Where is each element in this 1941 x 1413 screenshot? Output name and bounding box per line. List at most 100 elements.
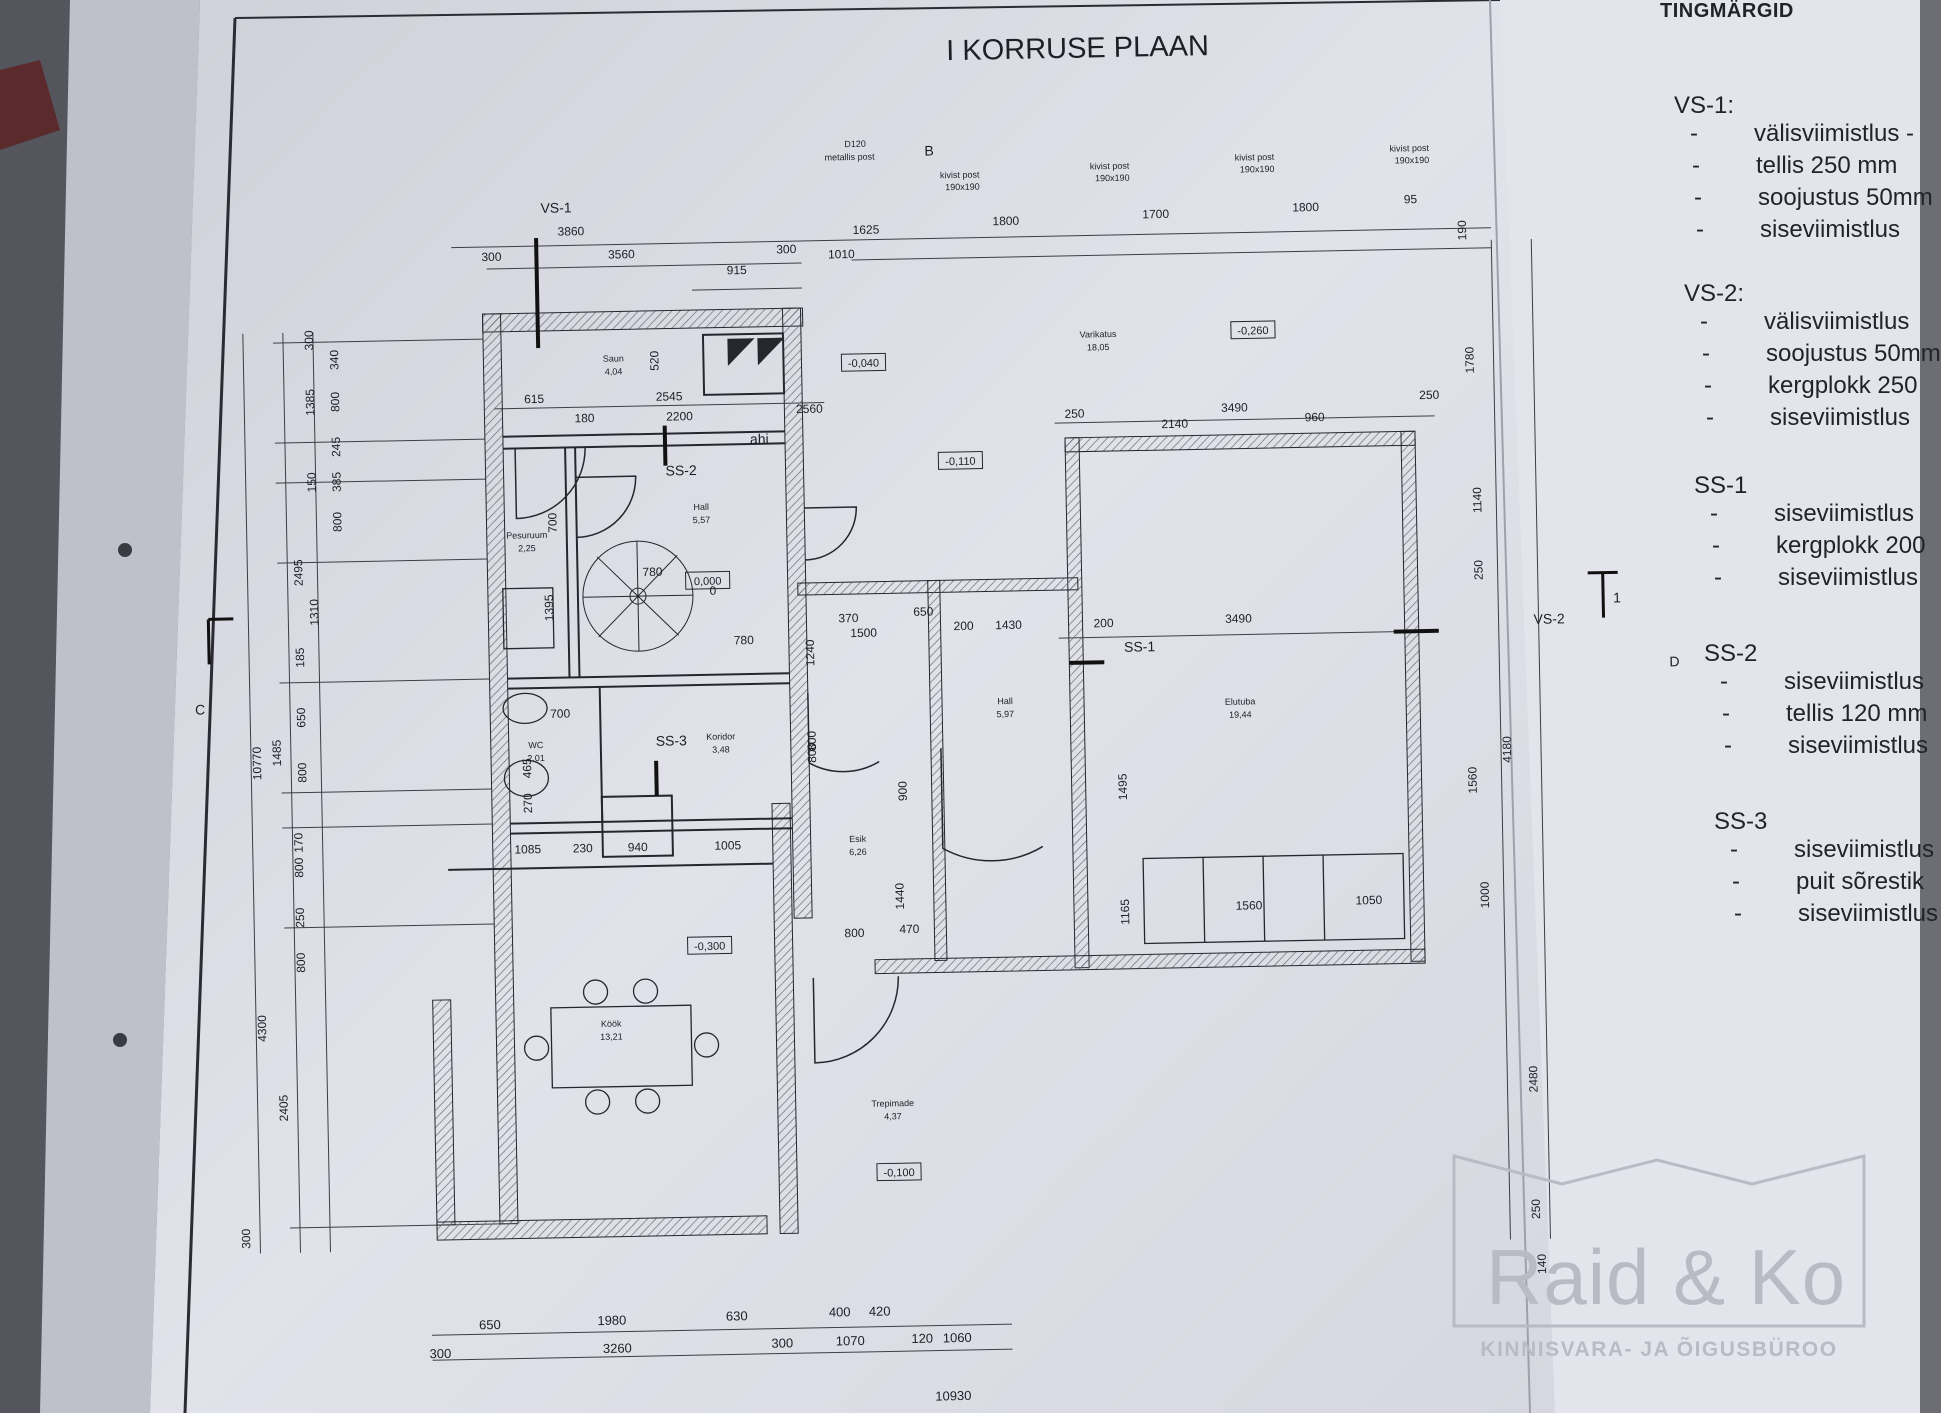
legend-item: -soojustus 50mm [1694,184,1933,212]
dimension-value: 1700 [1142,207,1169,222]
dimension-value: 800 [805,742,819,763]
legend-item: -välisviimistlus [1700,308,1909,336]
legend-item: -siseviimistlus [1724,732,1928,760]
dimension-value: 1050 [1355,893,1382,908]
dimension-value: 915 [727,263,748,277]
dimension-value: 2480 [1526,1065,1541,1092]
level-mark: -0,260 [1237,325,1268,338]
dimension-value: 1240 [803,639,818,666]
post-size: 190x190 [945,182,980,193]
dimension-value: 800 [292,857,306,878]
legend-item: -kergplokk 200 [1712,532,1925,560]
legend-item-label: siseviimistlus [1788,732,1929,759]
legend-dash: - [1714,564,1722,591]
legend-dash: - [1692,152,1700,179]
dimension-value: 245 [329,436,343,457]
dimension-value: 615 [524,392,545,406]
dimension-value: 520 [647,350,661,371]
dimension-value: 1495 [1115,773,1130,800]
dimension-value: 470 [899,922,920,936]
legend-item: -siseviimistlus [1706,404,1910,432]
post-label: kivist post [1389,143,1429,154]
room-name: Koridor [706,731,735,742]
dimension-value: 300 [429,1346,451,1361]
rooms: Saun4,04Pesuruum2,25Hall5,57WC2,01Korido… [506,329,1255,1122]
level-box [840,352,887,372]
dimension-value: 180 [574,411,595,425]
dimension-value: 800 [805,730,819,751]
legend-item-label: siseviimistlus [1784,668,1925,695]
legend-dash: - [1706,404,1714,431]
room-area: 4,04 [605,366,623,376]
wall-tag: SS-1 [1124,638,1156,655]
room-name: Trepimade [871,1098,914,1109]
dimension-value: 800 [328,391,342,412]
legend-dash: - [1694,184,1702,211]
dimension-value: 1800 [1292,200,1319,215]
pipe-sub: metallis post [824,152,875,163]
dimension-value: 185 [293,647,307,668]
room-name: WC [528,740,544,750]
dimension-value: 650 [479,1317,501,1332]
legend-item-label: siseviimistlus [1774,500,1915,527]
room-area: 4,37 [884,1111,902,1121]
dimension-value: 1500 [850,626,877,641]
dimension-value: 300 [302,330,316,351]
dimension-value: 385 [330,471,344,492]
dimension-value: 10930 [935,1388,971,1404]
dimension-value: 10770 [250,746,265,780]
legend-group-code: SS-3 [1714,808,1768,835]
post-labels: D120 metallis post kivist post 190x190 k… [824,139,1430,193]
legend-title: TINGMÄRGID [1660,0,1794,22]
dimension-value: 400 [829,1304,851,1319]
dimension-value: 250 [1419,388,1440,402]
dimension-value: 300 [239,1228,253,1249]
legend-dash: - [1732,868,1740,895]
post-label: kivist post [940,170,980,181]
dimension-value: 4180 [1500,736,1515,763]
legend-dash: - [1696,216,1704,243]
dimension-value: 3490 [1221,400,1248,415]
dimension-value: 200 [953,619,974,633]
wall-tag-markers [534,238,1439,796]
dimension-value: 3860 [557,224,584,239]
dimension-value: 250 [293,907,307,928]
room-name: Pesuruum [506,530,547,541]
legend-item-label: välisviimistlus [1764,308,1910,335]
dimension-value: 800 [295,762,309,783]
wall-tag: SS-2 [665,462,697,479]
legend-panel: TINGMÄRGID VS-1:-välisviimistlus --telli… [1660,0,1941,1413]
dimension-value: 1310 [307,599,322,626]
legend-item-label: siseviimistlus [1778,564,1919,591]
dimension-value: 0 [709,584,716,598]
dimension-value: 700 [550,706,571,720]
legend-group-code: SS-2 [1704,640,1758,667]
dimension-value: 780 [734,633,755,647]
dimension-value: 3490 [1225,611,1252,626]
legend-item-label: siseviimistlus [1794,836,1935,863]
legend-dash: - [1720,668,1728,695]
post-size: 190x190 [1395,155,1430,166]
dimension-value: 3560 [608,247,635,262]
room-area: 2,01 [527,753,545,763]
interior-walls [448,332,793,871]
dimension-value: 1140 [1470,487,1484,513]
dimension-value: 140 [1535,1253,1549,1274]
dimension-value: 120 [911,1331,933,1346]
legend-group-code: SS-1 [1694,472,1748,499]
legend-item-label: kergplokk 250 [1768,372,1918,399]
section-mark: D [1669,653,1679,669]
level-mark: -0,100 [883,1167,914,1180]
section-mark: 1 [1613,589,1621,605]
level-mark: -0,040 [848,357,879,370]
legend-item: -tellis 120 mm [1722,700,1927,728]
dimension-value: 1780 [1462,346,1477,373]
dimension-value: 200 [1093,616,1114,630]
room-area: 19,44 [1229,709,1252,719]
level-box [686,935,733,955]
legend-item: -siseviimistlus [1696,216,1900,244]
dimension-value: 3260 [603,1340,632,1356]
